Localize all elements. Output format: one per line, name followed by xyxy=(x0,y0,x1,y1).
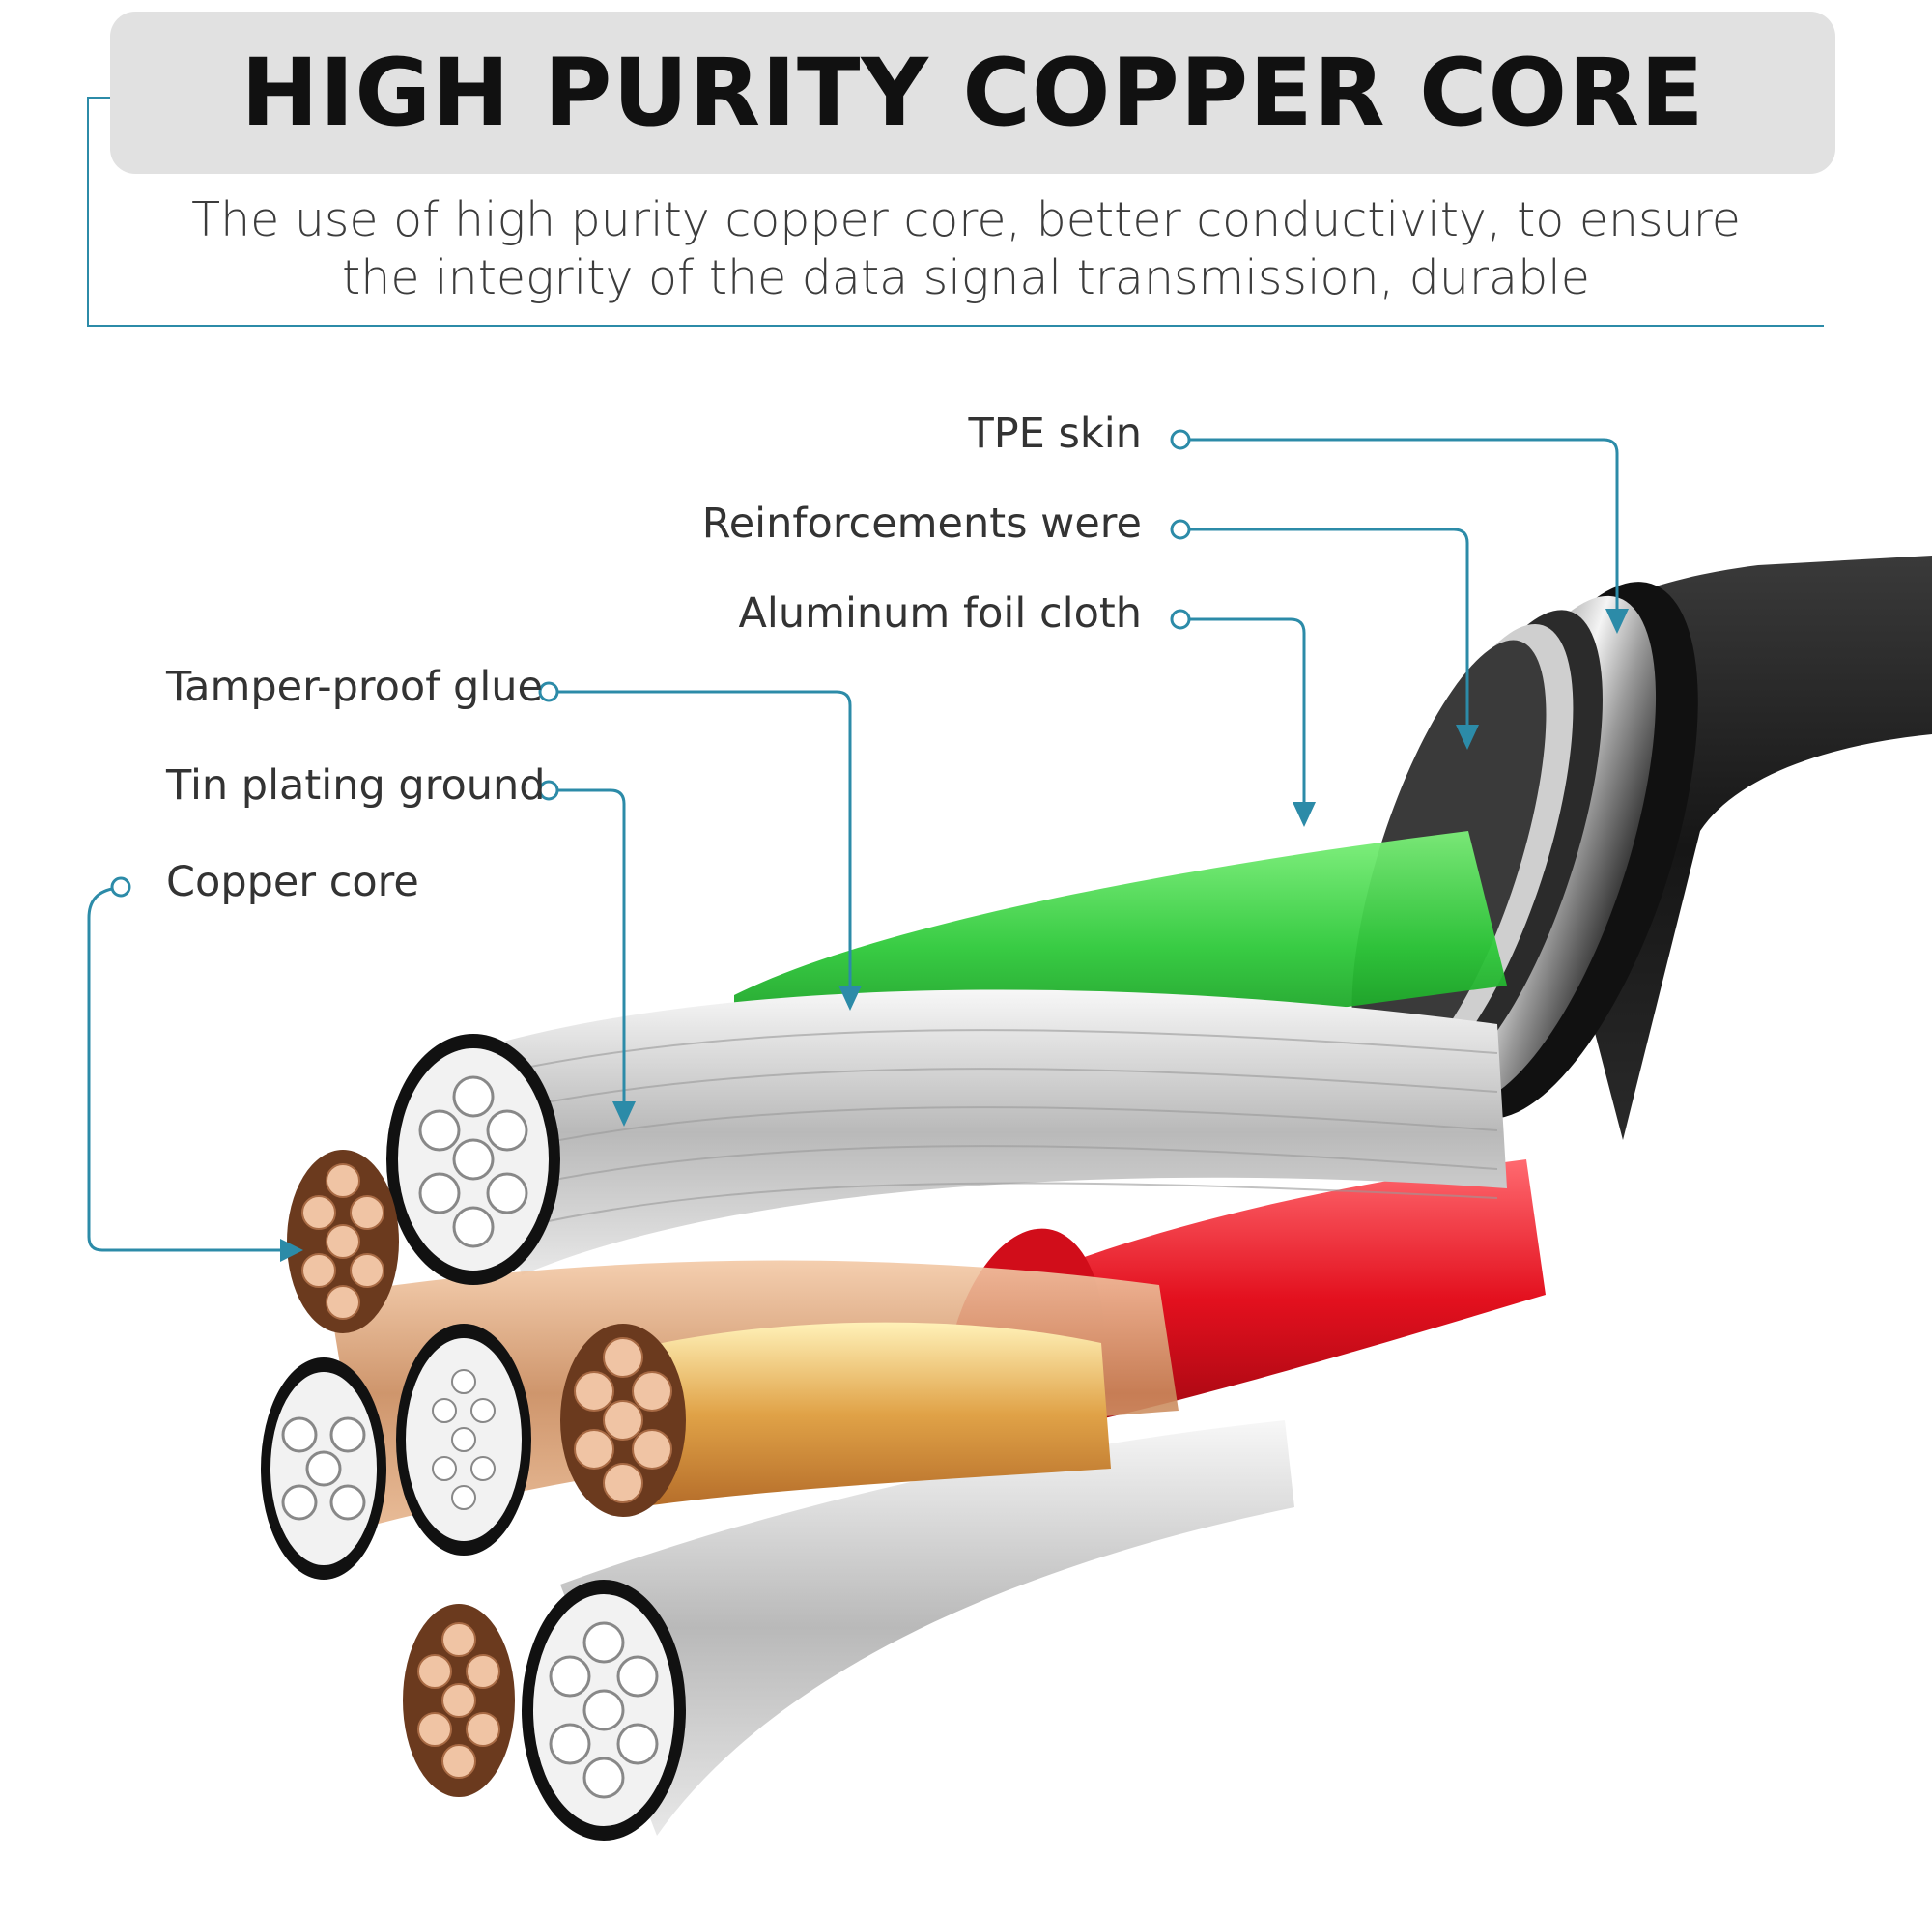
copper-bundle-end-1 xyxy=(287,1150,399,1333)
reinforcements-arrowhead xyxy=(1456,725,1479,750)
reinforcements-dot xyxy=(1170,519,1191,540)
callout-tamper-glue: Tamper-proof glue xyxy=(166,663,543,711)
callout-frame-top xyxy=(87,97,110,99)
callout-frame-bottom xyxy=(87,325,1824,327)
page-title: HIGH PURITY COPPER CORE xyxy=(241,39,1705,147)
aluminum-foil-dot xyxy=(1170,609,1191,630)
copper-core-leader xyxy=(87,887,280,1252)
callout-aluminum-foil: Aluminum foil cloth xyxy=(738,589,1142,638)
aluminum-foil-arrowhead xyxy=(1293,802,1316,827)
silver-strand-bundle-bottom xyxy=(560,1420,1294,1836)
copper-core-arrowhead xyxy=(280,1239,303,1262)
callout-tpe-skin: TPE skin xyxy=(968,410,1142,458)
copper-core-dot xyxy=(110,876,131,898)
silver-bundle-end-2 xyxy=(261,1357,386,1580)
silver-bundle-end-4 xyxy=(522,1580,686,1841)
tin-plating-leader xyxy=(557,788,626,1101)
tamper-glue-arrowhead xyxy=(838,986,862,1011)
copper-bundle-end-3 xyxy=(403,1604,515,1797)
callout-frame-left xyxy=(87,97,89,327)
gold-inner-strands xyxy=(618,1322,1111,1507)
callout-tin-plating: Tin plating ground xyxy=(166,761,546,810)
tin-plating-arrowhead xyxy=(612,1101,636,1127)
silver-strand-bundle-top xyxy=(464,989,1507,1275)
tpe-skin-leader xyxy=(1189,438,1619,609)
title-banner: HIGH PURITY COPPER CORE xyxy=(110,12,1835,174)
callout-copper-core: Copper core xyxy=(166,858,419,906)
reinforcements-leader xyxy=(1189,528,1469,725)
silver-bundle-end-1 xyxy=(386,1034,560,1285)
aluminum-foil-leader xyxy=(1189,617,1306,802)
callout-reinforcements: Reinforcements were xyxy=(701,500,1142,548)
tamper-glue-leader xyxy=(557,690,852,986)
tpe-skin-arrowhead xyxy=(1605,609,1629,634)
subtitle-line-2: the integrity of the data signal transmi… xyxy=(342,250,1590,305)
copper-bundle-end-2 xyxy=(560,1324,686,1517)
subtitle-line-1: The use of high purity copper core, bett… xyxy=(191,192,1741,247)
tpe-skin-dot xyxy=(1170,429,1191,450)
silver-bundle-end-3 xyxy=(396,1324,531,1556)
page-subtitle: The use of high purity copper core, bett… xyxy=(145,191,1787,307)
